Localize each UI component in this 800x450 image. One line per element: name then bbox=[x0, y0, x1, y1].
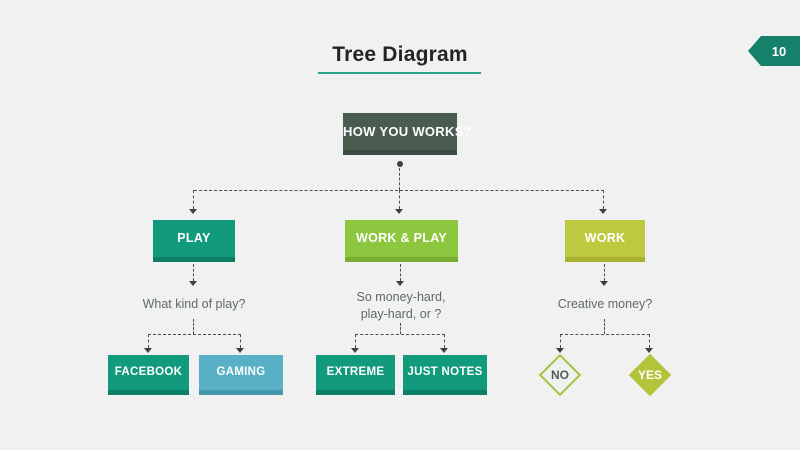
arrow-down-icon bbox=[189, 209, 197, 214]
connector-drop-play bbox=[193, 190, 194, 209]
connector-stub-workplay bbox=[400, 323, 401, 334]
arrow-down-icon bbox=[351, 348, 359, 353]
connector-drop-justnotes bbox=[444, 334, 445, 348]
leaf-no-diamond: NO bbox=[538, 353, 582, 397]
page-title: Tree Diagram bbox=[332, 43, 468, 66]
connector-root-drop bbox=[399, 168, 400, 190]
leaf-yes-diamond: YES bbox=[628, 353, 672, 397]
connector-branch-play bbox=[148, 334, 241, 335]
leaf-just-notes: JUST NOTES bbox=[403, 355, 487, 395]
connector-drop-gaming bbox=[240, 334, 241, 348]
node-work: WORK bbox=[565, 220, 645, 262]
connector-drop-workplay bbox=[399, 190, 400, 209]
node-play: PLAY bbox=[153, 220, 235, 262]
arrow-down-icon bbox=[556, 348, 564, 353]
arrow-down-icon bbox=[236, 348, 244, 353]
connector-workplay-question bbox=[400, 264, 401, 281]
connector-branch-work bbox=[560, 334, 650, 335]
arrow-down-icon bbox=[144, 348, 152, 353]
arrow-down-icon bbox=[440, 348, 448, 353]
connector-stub-play bbox=[193, 319, 194, 334]
connector-branch-workplay bbox=[355, 334, 445, 335]
arrow-down-icon bbox=[395, 209, 403, 214]
leaf-extreme: EXTREME bbox=[316, 355, 395, 395]
leaf-facebook: FACEBOOK bbox=[108, 355, 189, 395]
connector-play-question bbox=[193, 264, 194, 281]
leaf-gaming: GAMING bbox=[199, 355, 283, 395]
leaf-yes-label: YES bbox=[637, 368, 662, 382]
connector-drop-work bbox=[603, 190, 604, 209]
title-underline bbox=[318, 72, 481, 74]
node-work-play: WORK & PLAY bbox=[345, 220, 458, 262]
page-number: 10 bbox=[771, 43, 787, 59]
connector-drop-yes bbox=[649, 334, 650, 348]
page-number-flag: 10 bbox=[748, 36, 800, 66]
arrow-down-icon bbox=[645, 348, 653, 353]
connector-drop-extreme bbox=[355, 334, 356, 348]
connector-stub-work bbox=[604, 319, 605, 334]
arrow-down-icon bbox=[600, 281, 608, 286]
arrow-down-icon bbox=[396, 281, 404, 286]
question-work-play: So money-hard, play-hard, or ? bbox=[356, 290, 446, 321]
connector-dot bbox=[397, 161, 403, 167]
question-play: What kind of play? bbox=[142, 297, 246, 311]
connector-drop-no bbox=[560, 334, 561, 348]
arrow-down-icon bbox=[189, 281, 197, 286]
connector-drop-facebook bbox=[148, 334, 149, 348]
connector-work-question bbox=[604, 264, 605, 281]
leaf-no-label: NO bbox=[551, 368, 569, 382]
arrow-down-icon bbox=[599, 209, 607, 214]
root-node: HOW YOU WORKS? bbox=[343, 113, 472, 155]
question-work: Creative money? bbox=[557, 297, 653, 311]
